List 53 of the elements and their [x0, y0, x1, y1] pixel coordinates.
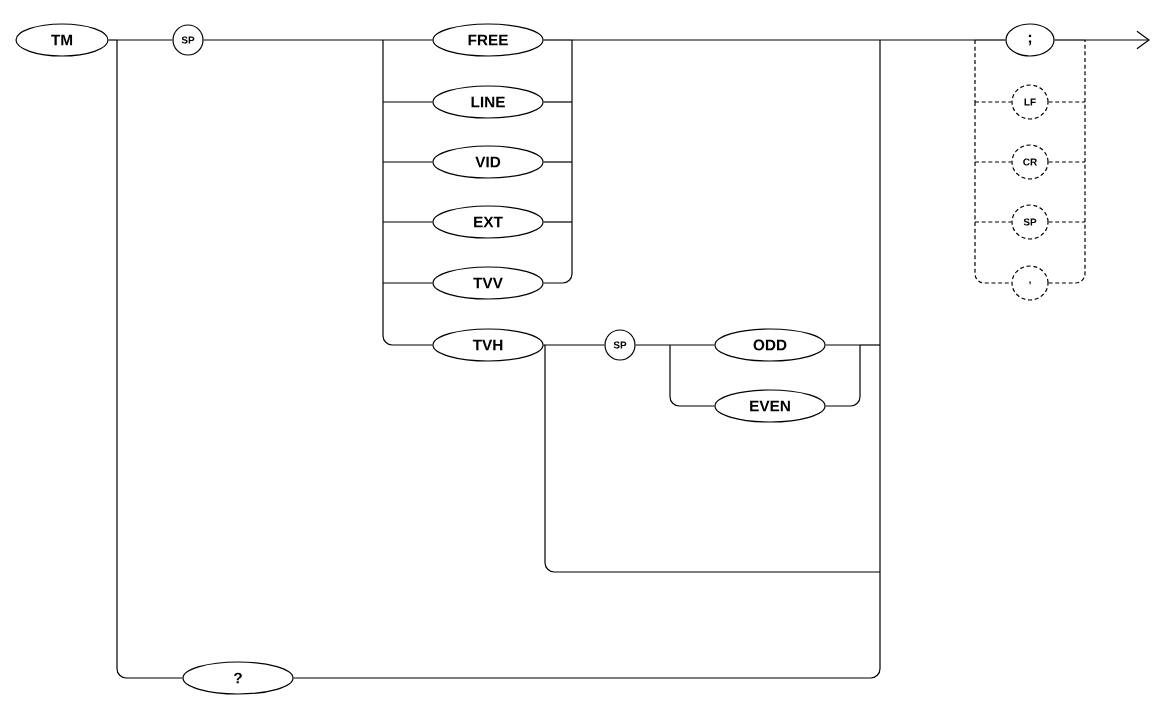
rail-line: [1084, 101, 1086, 163]
rail-line: [974, 101, 1012, 103]
rail-line: [974, 221, 1012, 223]
rail-line: [382, 282, 433, 284]
rail-line: [108, 39, 118, 41]
rail-line: [544, 344, 605, 346]
rail-line: [382, 221, 384, 284]
rail-line: [879, 344, 881, 573]
rail-line: [116, 39, 173, 41]
rail-line: [543, 39, 573, 41]
rail-line: [382, 221, 433, 223]
rail-line: [879, 39, 976, 41]
rail-line: [974, 39, 1006, 41]
arrow: [1084, 30, 1150, 50]
rail-line: [1084, 161, 1086, 223]
rail-line: [1048, 101, 1086, 103]
rail-line: [974, 101, 976, 163]
rail-line: [974, 161, 1012, 163]
rail-line: [974, 161, 976, 223]
rail-line: [382, 101, 384, 163]
rail-line: [203, 39, 384, 41]
rail-line: [825, 344, 861, 407]
rail-line: [1054, 39, 1086, 41]
rail-line: [571, 101, 573, 163]
rail-line: [382, 282, 433, 346]
rail-line: [1084, 39, 1086, 103]
rail-line: [382, 39, 433, 41]
rail-line: [1048, 221, 1086, 284]
rail-line: [544, 344, 881, 573]
rail-line: [635, 344, 671, 346]
rail-line: [1048, 221, 1086, 223]
rail-line: [543, 101, 573, 103]
rail-line: [543, 161, 573, 163]
rail-line: [1048, 161, 1086, 163]
rail-line: [571, 161, 573, 223]
rail-line: [669, 344, 715, 346]
rail-line: [543, 221, 573, 284]
rail-line: [571, 39, 573, 103]
rail-line: [543, 344, 546, 346]
rail-line: [571, 39, 881, 41]
rail-line: [669, 344, 715, 407]
rail-line: [293, 571, 881, 679]
rail-line: [543, 221, 573, 223]
rail-line: [825, 344, 861, 346]
rail-line: [974, 39, 976, 103]
rail-line: [382, 39, 384, 103]
rail-line: [382, 161, 433, 163]
rail-line: [116, 39, 183, 679]
rail-line: [859, 344, 881, 346]
rail-line: [382, 101, 433, 103]
rail-line: [974, 221, 1012, 284]
rail-line: [879, 39, 881, 346]
rail-line: [382, 161, 384, 223]
